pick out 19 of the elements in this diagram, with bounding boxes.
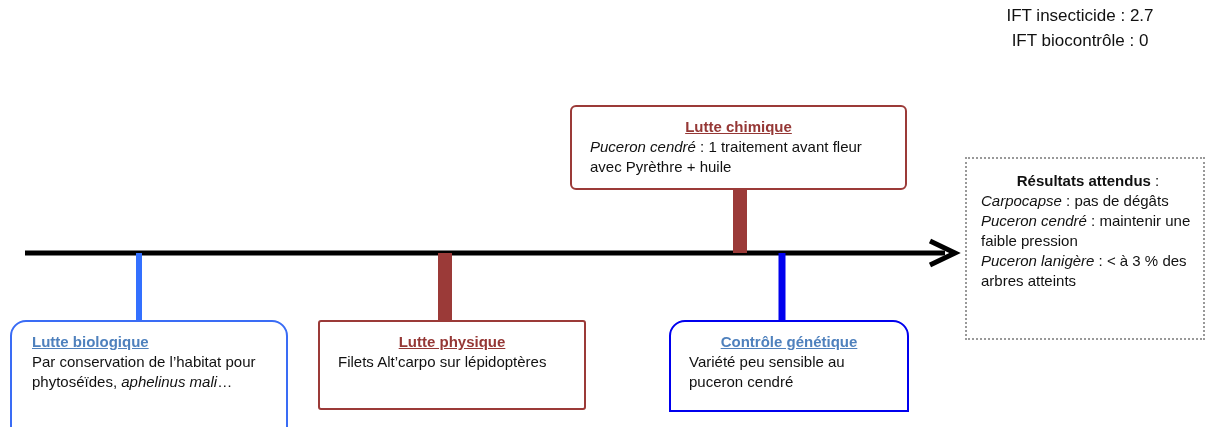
results-box (965, 157, 1205, 340)
card-text: Carpocapse : pas de dégâts (981, 191, 1170, 211)
card-text: Par conservation de l’habitat pour phytoséïdes, aphelinus mali… (31, 352, 257, 392)
card-text: Puceron cendré : 1 traitement avant fleur avec Pyrèthre + huile (589, 137, 863, 177)
ift-note: IFT biocontrôle : 0 (1010, 31, 1150, 51)
card-heading: Contrôle génétique (719, 332, 859, 352)
card-heading: Lutte chimique (684, 117, 793, 137)
card-text: Puceron cendré : maintenir une faible pression (981, 211, 1192, 251)
ift-note: IFT insecticide : 2.7 (1005, 6, 1155, 26)
strategy-card (318, 320, 586, 410)
card-heading: Lutte physique (397, 332, 507, 352)
card-text: Puceron lanigère : < à 3 % des arbres atteints (981, 251, 1188, 291)
strategy-card (669, 320, 909, 412)
strategy-card (570, 105, 907, 190)
card-heading: Lutte biologique (31, 332, 150, 352)
card-text: Filets Alt’carpo sur lépidoptères (337, 352, 548, 372)
card-heading: Résultats attendus : (1015, 171, 1161, 191)
card-text: Variété peu sensible au puceron cendré (688, 352, 846, 392)
strategy-card (10, 320, 288, 427)
